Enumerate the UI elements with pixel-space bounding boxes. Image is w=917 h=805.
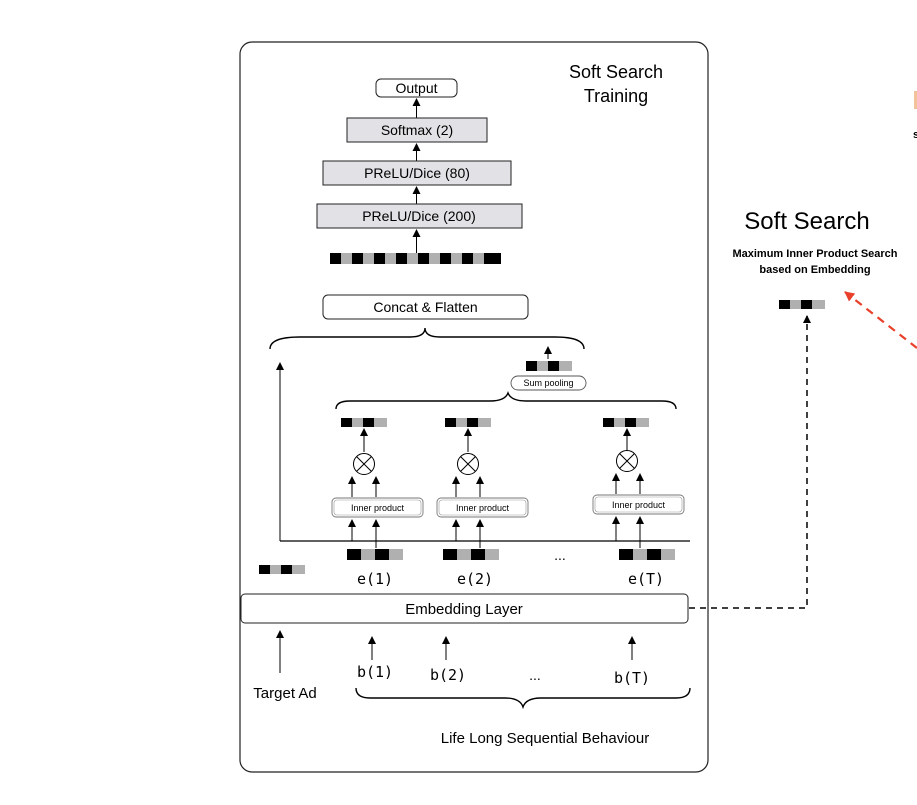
cropped-edge-text: s xyxy=(913,129,917,141)
training-panel xyxy=(239,41,709,773)
embedding-layer-label: Embedding Layer xyxy=(405,601,523,618)
embedding-label-1: e(1) xyxy=(357,570,393,588)
prelu-80-label: PReLU/Dice (80) xyxy=(364,165,470,181)
sequence-caption: Life Long Sequential Behaviour xyxy=(441,730,650,747)
inner-product-label-t: Inner product xyxy=(612,500,666,510)
prelu-80-layer xyxy=(322,160,512,186)
concat-flatten-label: Concat & Flatten xyxy=(373,299,477,315)
sequence-brace xyxy=(355,687,691,710)
panel-title-line1: Soft Search xyxy=(569,62,663,82)
concat-flatten-node xyxy=(322,294,529,320)
soft-search-title: Soft Search xyxy=(744,208,869,235)
prelu-200-label: PReLU/Dice (200) xyxy=(362,208,476,224)
embedding-label-t: e(T) xyxy=(628,570,664,588)
attention-unit-1: Inner product xyxy=(331,418,424,560)
inner-product-label-1: Inner product xyxy=(351,503,405,513)
attention-unit-t: Inner product xyxy=(592,418,685,560)
panel-title-line2: Training xyxy=(584,86,648,106)
softmax-layer xyxy=(346,117,488,143)
soft-search-subtitle-line1: Maximum Inner Product Search xyxy=(732,248,897,260)
flattened-vector xyxy=(330,253,501,264)
target-ad-embedding xyxy=(259,565,305,574)
output-label: Output xyxy=(395,80,437,96)
target-ad-label: Target Ad xyxy=(253,685,316,702)
attention-unit-2: Inner product xyxy=(436,418,529,560)
concat-brace xyxy=(269,327,585,350)
behavior-label-2: b(2) xyxy=(430,666,466,684)
behavior-label-1: b(1) xyxy=(357,663,393,681)
retrieval-arrow xyxy=(844,291,917,349)
prelu-200-layer xyxy=(316,203,523,229)
embedding-layer xyxy=(240,593,689,624)
inner-product-label-2: Inner product xyxy=(456,503,510,513)
pooling-brace xyxy=(335,391,677,410)
soft-search-subtitle-line2: based on Embedding xyxy=(759,264,870,276)
embedding-to-search-connector xyxy=(689,315,811,609)
embedding-ellipsis: ... xyxy=(554,547,566,563)
search-query-vector xyxy=(779,300,825,309)
behavior-label-t: b(T) xyxy=(614,669,650,687)
sum-pooling-node xyxy=(510,375,587,391)
cropped-orange-mark xyxy=(914,91,917,109)
behavior-ellipsis: ... xyxy=(529,667,541,683)
sum-pooling-label: Sum pooling xyxy=(523,378,573,388)
output-node xyxy=(375,78,458,98)
softmax-label: Softmax (2) xyxy=(381,122,453,138)
embedding-label-2: e(2) xyxy=(457,570,493,588)
sum-pooling-vector xyxy=(526,361,572,371)
